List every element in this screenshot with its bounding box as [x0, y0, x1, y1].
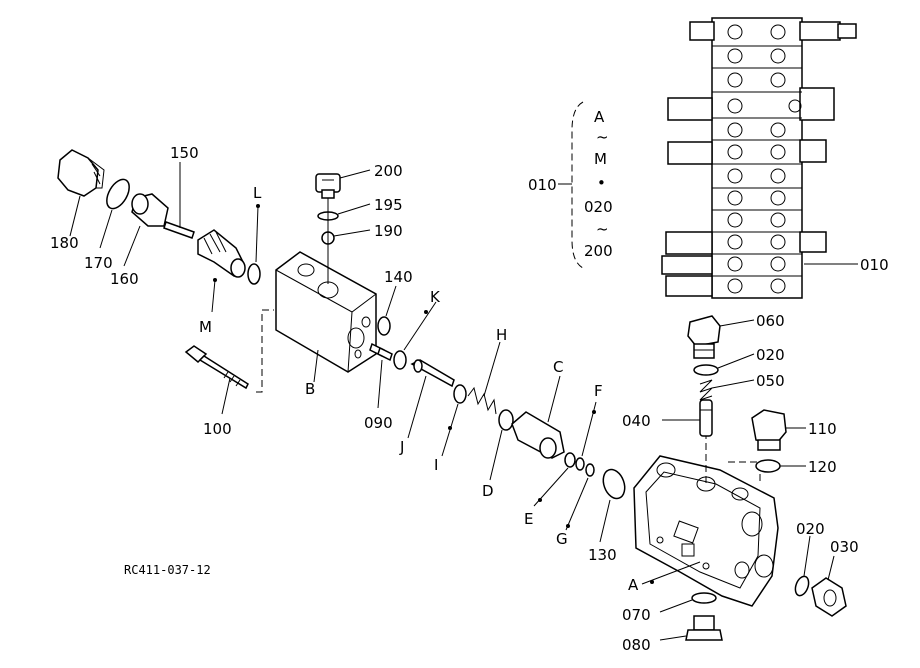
part-020-oring-top: [693, 364, 719, 376]
part-F-ring: [575, 457, 585, 471]
callout-190: 190: [374, 222, 403, 240]
callout-180: 180: [50, 234, 79, 252]
part-040-piston: [699, 399, 713, 437]
part-170-oring: [106, 178, 130, 210]
part-100-bolt: [184, 345, 249, 390]
callout-H: H: [496, 326, 507, 344]
part-130-oring: [602, 468, 626, 500]
callout-080: 080: [622, 636, 651, 654]
callout-195: 195: [374, 196, 403, 214]
callout-050: 050: [756, 372, 785, 390]
callout-A: A: [628, 576, 639, 594]
part-M-spool: [197, 229, 246, 278]
callout-J: J: [399, 438, 404, 456]
callout-020-right: 020: [796, 520, 825, 538]
part-I-washer: [453, 384, 467, 404]
part-070-oring: [691, 592, 717, 604]
callout-F: F: [594, 382, 603, 400]
callout-D: D: [482, 482, 494, 500]
callout-120: 120: [808, 458, 837, 476]
callout-L: L: [253, 184, 262, 202]
callout-E: E: [524, 510, 533, 528]
callout-G: G: [556, 530, 568, 548]
part-060-plug: [687, 315, 721, 359]
drawing-code: RC411-037-12: [124, 563, 211, 577]
callout-030: 030: [830, 538, 859, 556]
callout-010-right: 010: [860, 256, 889, 274]
part-120-oring: [755, 459, 781, 473]
bracket-line-5: 020: [584, 198, 613, 216]
callout-060: 060: [756, 312, 785, 330]
bracket-line-2: ~: [596, 128, 609, 146]
callout-020-top: 020: [756, 346, 785, 364]
bracket-callout: 010 A ~ M • 020 ~ 200: [528, 101, 613, 269]
part-140-oring: [377, 316, 391, 336]
callout-140: 140: [384, 268, 413, 286]
part-110-cap: [751, 409, 787, 451]
callout-C: C: [553, 358, 563, 376]
callout-B: B: [305, 380, 315, 398]
part-D-oring: [498, 409, 514, 431]
bracket-line-7: 200: [584, 242, 613, 260]
callout-160: 160: [110, 270, 139, 288]
part-G-ring: [585, 463, 595, 477]
bracket-label: 010: [528, 176, 557, 194]
part-J-rod: [410, 359, 455, 388]
part-080-plug: [685, 615, 723, 641]
callout-090: 090: [364, 414, 393, 432]
part-H-spring: [467, 386, 497, 415]
callout-100: 100: [203, 420, 232, 438]
bracket-line-1: A: [594, 108, 605, 126]
part-020-oring-right: [794, 575, 810, 597]
callout-130: 130: [588, 546, 617, 564]
bracket-line-4: •: [597, 174, 606, 192]
callout-070: 070: [622, 606, 651, 624]
part-090-pins: [369, 342, 393, 362]
callout-200: 200: [374, 162, 403, 180]
bracket-line-6: ~: [596, 220, 609, 238]
dot-K: [424, 310, 428, 314]
part-030-plug: [811, 577, 847, 617]
part-050-spring: [699, 379, 713, 401]
bracket-line-3: M: [594, 150, 607, 168]
part-K-washer: [393, 350, 407, 370]
part-E-ring: [564, 452, 576, 468]
callout-150: 150: [170, 144, 199, 162]
callout-M: M: [199, 318, 212, 336]
callout-K: K: [430, 288, 441, 306]
callout-I: I: [434, 456, 438, 474]
valve-stack-assembly: [661, 17, 857, 299]
part-180-plug: [57, 149, 105, 197]
part-B-valve-block: [275, 251, 377, 373]
part-200-plug: [315, 173, 341, 199]
part-C-poppet: [511, 411, 565, 459]
part-150-pin: [163, 221, 195, 239]
part-L-oring: [247, 263, 261, 285]
callout-170: 170: [84, 254, 113, 272]
callout-040: 040: [622, 412, 651, 430]
callout-110: 110: [808, 420, 837, 438]
part-160-piston: [131, 193, 169, 227]
part-A-housing: [633, 432, 779, 607]
